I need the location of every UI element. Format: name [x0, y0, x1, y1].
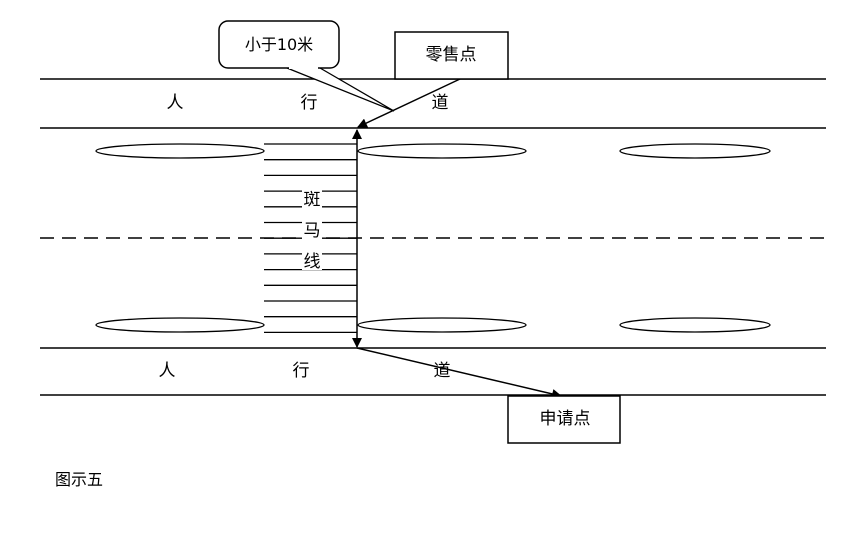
top-sidewalk-char-1: 人 — [167, 93, 184, 113]
lane-oval-bottom-left — [95, 317, 265, 333]
callout-text: 小于10米 — [245, 35, 313, 54]
top-sidewalk-char-2: 行 — [301, 93, 318, 113]
crosswalk-label-bg-3 — [302, 250, 322, 270]
crosswalk-char-2: 马 — [304, 221, 321, 241]
lane-oval-bottom-right — [619, 317, 771, 333]
retail-point-label: 零售点 — [426, 45, 477, 65]
crosswalk-to-application-arrow — [356, 347, 562, 399]
retail-to-crosswalk-arrow — [357, 78, 461, 128]
bottom-sidewalk-char-3: 道 — [434, 361, 451, 381]
crosswalk-char-1: 斑 — [304, 190, 321, 210]
bottom-sidewalk-char-2: 行 — [293, 361, 310, 381]
top-sidewalk-char-3: 道 — [432, 93, 449, 113]
figure-caption: 图示五 — [55, 470, 103, 489]
crosswalk-label-bg-2 — [302, 219, 322, 239]
lane-oval-top-middle — [357, 143, 527, 159]
crosswalk-char-3: 线 — [304, 252, 321, 272]
callout-pointer — [286, 67, 395, 112]
lane-oval-top-left — [95, 143, 265, 159]
lane-oval-top-right — [619, 143, 771, 159]
crosswalk-label-bg-1 — [302, 188, 322, 208]
bottom-sidewalk-char-1: 人 — [159, 361, 176, 381]
application-point-label: 申请点 — [540, 409, 591, 429]
lane-oval-bottom-middle — [357, 317, 527, 333]
callout-bubble — [218, 20, 340, 69]
application-point-box — [507, 395, 621, 444]
retail-point-box — [394, 31, 509, 80]
